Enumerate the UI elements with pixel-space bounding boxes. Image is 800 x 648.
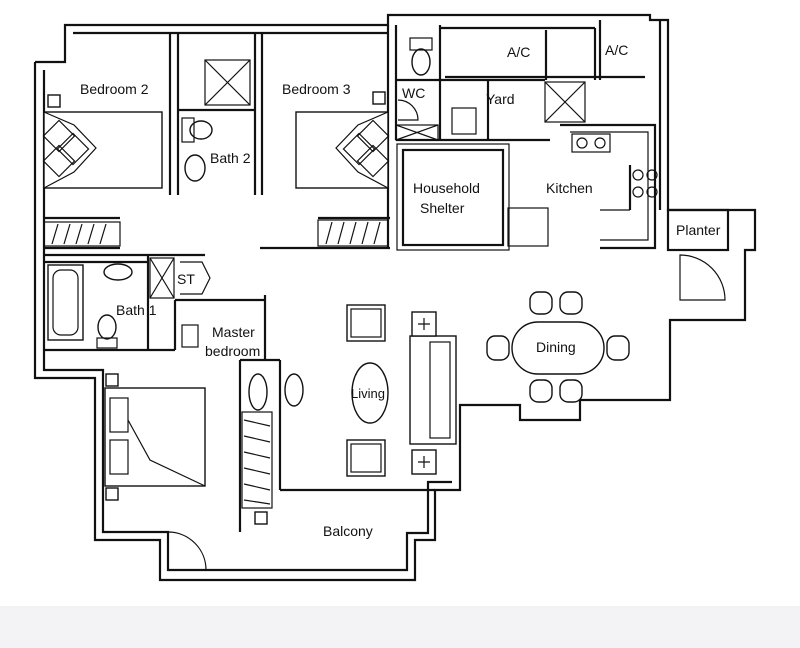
floor-plan-svg: Bedroom 2 Bedroom 3 Bath 2 WC Yard A/C A… bbox=[33, 13, 757, 582]
label-living: Living bbox=[351, 386, 385, 401]
label-bedroom2: Bedroom 2 bbox=[80, 81, 149, 97]
label-master-line2: bedroom bbox=[205, 343, 260, 359]
label-st: ST bbox=[177, 271, 195, 287]
label-bedroom3: Bedroom 3 bbox=[282, 81, 351, 97]
label-master-line1: Master bbox=[212, 324, 255, 340]
label-dining: Dining bbox=[536, 339, 576, 355]
service-fixtures bbox=[47, 81, 658, 525]
label-household: Household bbox=[413, 180, 480, 196]
footer-band bbox=[0, 606, 800, 648]
doors bbox=[167, 99, 726, 571]
label-ac-1: A/C bbox=[507, 44, 530, 60]
label-balcony: Balcony bbox=[323, 523, 373, 539]
label-shelter: Shelter bbox=[420, 200, 465, 216]
dining-furniture bbox=[486, 291, 630, 403]
label-planter: Planter bbox=[676, 222, 721, 238]
bed-bedroom3 bbox=[295, 111, 390, 189]
bed-bedroom2 bbox=[42, 111, 163, 189]
wardrobes bbox=[43, 219, 389, 509]
bath-fixtures bbox=[47, 37, 433, 411]
living-furniture bbox=[346, 304, 457, 477]
label-bath2: Bath 2 bbox=[210, 150, 251, 166]
room-labels: Bedroom 2 Bedroom 3 Bath 2 WC Yard A/C A… bbox=[80, 42, 721, 539]
label-wc: WC bbox=[402, 85, 425, 101]
bed-master bbox=[104, 387, 206, 487]
label-yard: Yard bbox=[486, 91, 515, 107]
label-ac-2: A/C bbox=[605, 42, 628, 58]
label-kitchen: Kitchen bbox=[546, 180, 593, 196]
label-bath1: Bath 1 bbox=[116, 302, 157, 318]
